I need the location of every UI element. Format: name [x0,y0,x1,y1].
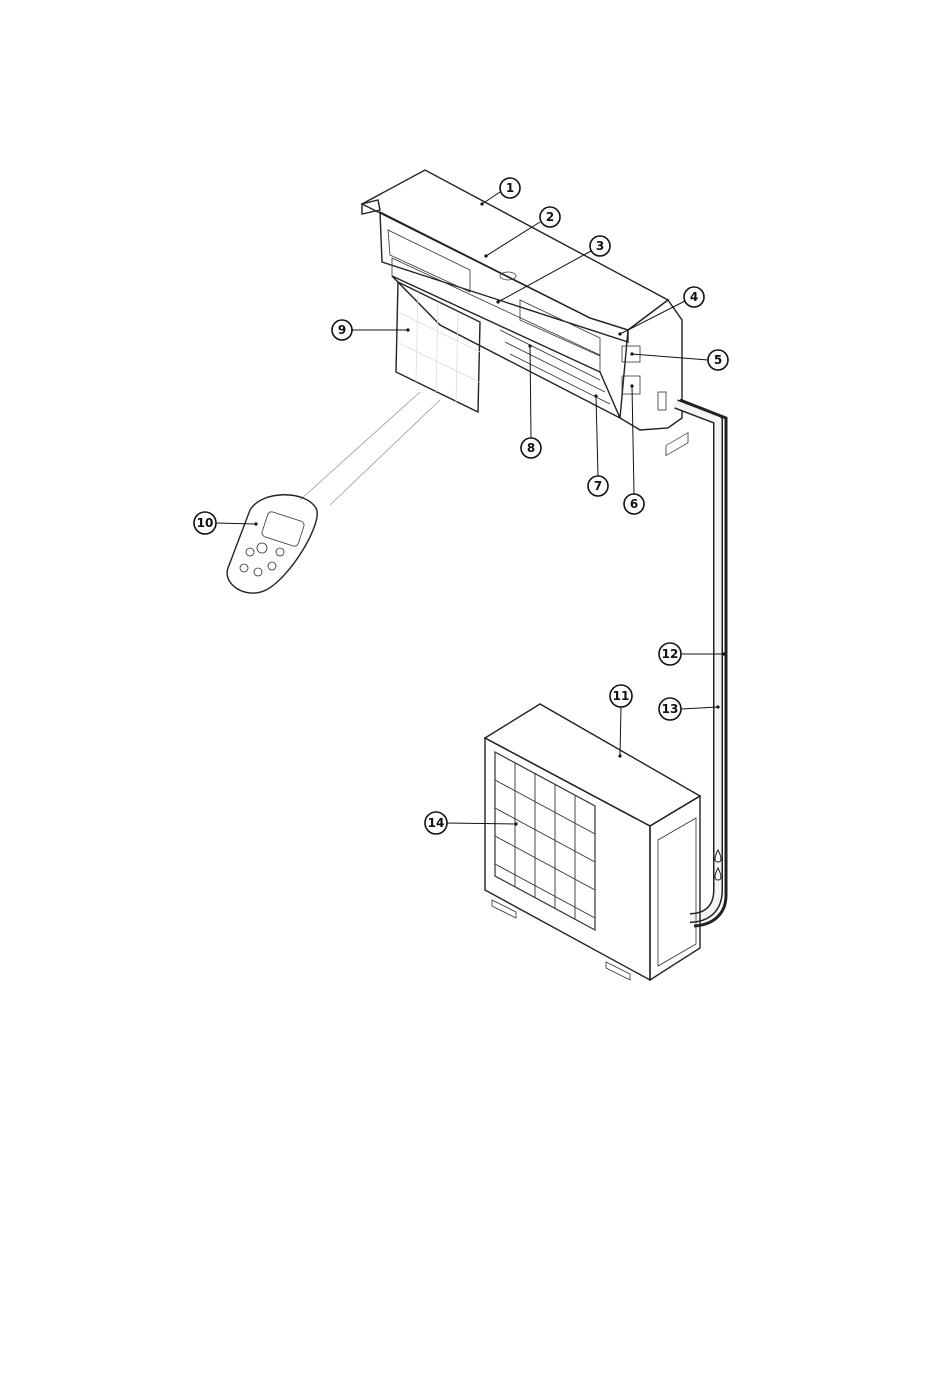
callout-9-label: 9 [338,323,346,337]
callouts: 1 2 3 4 5 [194,178,728,834]
callout-7-label: 7 [594,479,602,493]
callout-14-label: 14 [428,816,445,830]
callout-6-label: 6 [630,497,638,511]
callout-12-label: 12 [662,647,679,661]
callout-11-label: 11 [613,689,630,703]
callout-2-label: 2 [546,210,554,224]
callout-8-label: 8 [527,441,535,455]
callout-3-label: 3 [596,239,604,253]
callout-1: 1 [480,178,520,206]
callout-9: 9 [332,320,410,340]
callout-3: 3 [496,236,610,304]
callout-4-label: 4 [690,290,698,304]
callout-10-label: 10 [197,516,214,530]
refrigerant-pipe-illustration [676,400,726,926]
air-filter-illustration [396,282,480,412]
indoor-unit-illustration [362,170,682,430]
callout-5: 5 [630,350,728,370]
callout-13-label: 13 [662,702,679,716]
infrared-beam [300,392,440,505]
callout-6: 6 [624,384,644,514]
remote-control-illustration [227,495,317,593]
callout-1-label: 1 [506,181,514,195]
callout-4: 4 [618,287,704,336]
callout-13: 13 [659,698,720,720]
callout-5-label: 5 [714,353,722,367]
callout-2: 2 [484,207,560,258]
